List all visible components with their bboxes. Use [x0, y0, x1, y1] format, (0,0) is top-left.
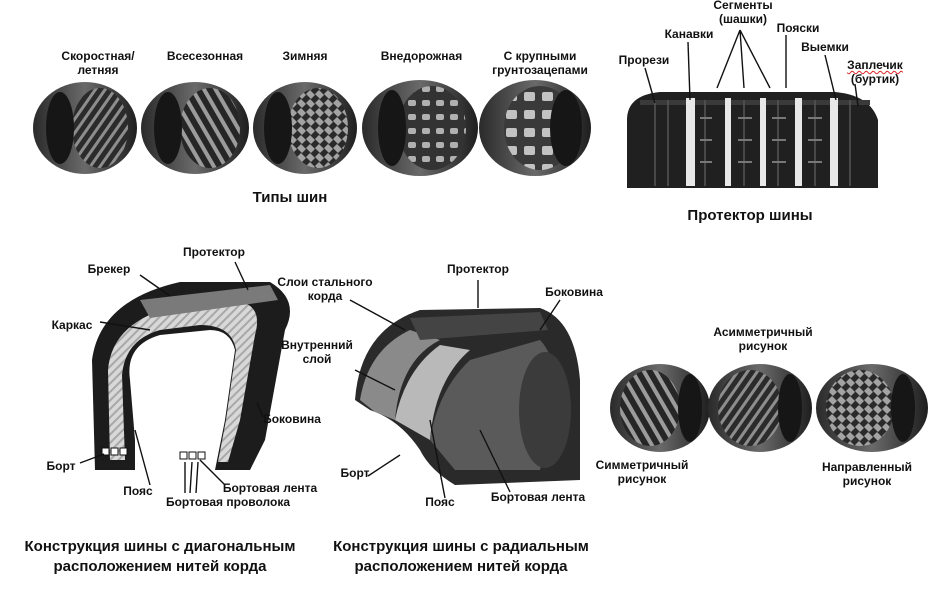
tire-type-mud-line1: С крупными — [503, 49, 577, 63]
tread-label-segments-line2: (шашки) — [718, 12, 768, 26]
diagonal-caption-line2: расположением нитей корда — [53, 558, 267, 575]
tread-label-sipes: Прорези — [618, 53, 670, 67]
tread-label-shoulder-line1: Заплечик — [847, 58, 903, 72]
tire-type-summer-line2: летняя — [77, 63, 119, 77]
tire-type-label-offroad: Внедорожная — [374, 49, 469, 63]
pattern-directional-line2: рисунок — [842, 474, 892, 488]
tread-pattern-tires — [610, 364, 928, 452]
pattern-label-asymmetric: Асимметричный рисунок — [708, 325, 818, 353]
radial-caption: Конструкция шины с радиальным расположен… — [318, 537, 604, 577]
radial-label-bead: Борт — [340, 466, 370, 480]
tread-closeup — [627, 29, 878, 188]
diagonal-label-bead-tape: Бортовая лента — [222, 481, 318, 495]
pattern-label-directional: Направленный рисунок — [812, 460, 922, 488]
tread-label-ribs: Пояски — [776, 21, 820, 35]
diagonal-label-sidewall: Боковина — [263, 412, 321, 426]
tread-label-grooves: Канавки — [664, 27, 714, 41]
radial-label-inner-line1: Внутренний — [281, 338, 353, 352]
tire-type-label-allseason: Всесезонная — [160, 49, 250, 63]
tire-type-offroad-line1: Внедорожная — [380, 49, 463, 63]
tread-label-segments-line1: Сегменты — [713, 0, 773, 12]
tire-type-winter-line1: Зимняя — [282, 49, 328, 63]
tire-type-summer-line1: Скоростная/ — [61, 49, 135, 63]
radial-label-steel-line2: корда — [307, 289, 343, 303]
radial-label-inner-layer: Внутренний слой — [278, 338, 356, 366]
tire-type-label-summer: Скоростная/ летняя — [48, 49, 148, 77]
tire-type-label-mud: С крупными грунтозацепами — [488, 49, 592, 77]
tread-label-notches: Выемки — [801, 40, 849, 54]
radial-label-steel-line1: Слои стального — [277, 275, 373, 289]
tire-mud — [479, 80, 591, 176]
radial-label-sidewall: Боковина — [545, 285, 603, 299]
tire-summer — [33, 82, 137, 174]
tread-caption: Протектор шины — [687, 207, 813, 224]
pattern-symmetric-line2: рисунок — [617, 472, 667, 486]
pattern-label-symmetric: Симметричный рисунок — [588, 458, 696, 486]
diagonal-label-breaker: Брекер — [87, 262, 131, 276]
tire-offroad — [362, 80, 478, 176]
pattern-asymmetric-line2: рисунок — [738, 339, 788, 353]
radial-caption-line1: Конструкция шины с радиальным — [333, 538, 589, 555]
tread-label-shoulder-line2: (буртик) — [850, 72, 900, 86]
radial-label-belt: Пояс — [425, 495, 455, 509]
radial-caption-line2: расположением нитей корда — [354, 558, 568, 575]
radial-label-steel-cord: Слои стального корда — [273, 275, 377, 303]
tread-label-segments: Сегменты (шашки) — [705, 0, 781, 26]
diagonal-label-belt: Пояс — [123, 484, 153, 498]
tire-symmetric — [610, 364, 710, 452]
radial-label-inner-line2: слой — [302, 352, 332, 366]
diagonal-label-bead-wire: Бортовая проволока — [165, 495, 291, 509]
tire-winter — [253, 82, 357, 174]
tread-label-shoulder: Заплечик (буртик) — [842, 58, 908, 86]
tire-types-row — [33, 80, 591, 176]
pattern-directional-line1: Направленный — [821, 460, 913, 474]
pattern-symmetric-line1: Симметричный — [595, 458, 689, 472]
radial-label-tread: Протектор — [447, 262, 509, 276]
tire-type-label-winter: Зимняя — [270, 49, 340, 63]
diagonal-label-carcass: Каркас — [51, 318, 93, 332]
tire-type-mud-line2: грунтозацепами — [492, 63, 588, 77]
radial-label-bead-tape: Бортовая лента — [490, 490, 586, 504]
tire-type-allseason-line1: Всесезонная — [166, 49, 244, 63]
tire-allseason — [141, 82, 249, 174]
pattern-asymmetric-line1: Асимметричный — [713, 325, 813, 339]
tire-asymmetric — [708, 364, 812, 452]
diagonal-label-bead: Борт — [46, 459, 76, 473]
radial-cutaway — [349, 280, 580, 499]
tire-types-caption: Типы шин — [252, 189, 328, 206]
diagonal-label-tread: Протектор — [183, 245, 245, 259]
tire-directional — [816, 364, 928, 452]
diagonal-caption-line1: Конструкция шины с диагональным — [24, 538, 296, 555]
diagonal-cutaway — [79, 261, 290, 494]
diagonal-caption: Конструкция шины с диагональным располож… — [10, 537, 310, 577]
